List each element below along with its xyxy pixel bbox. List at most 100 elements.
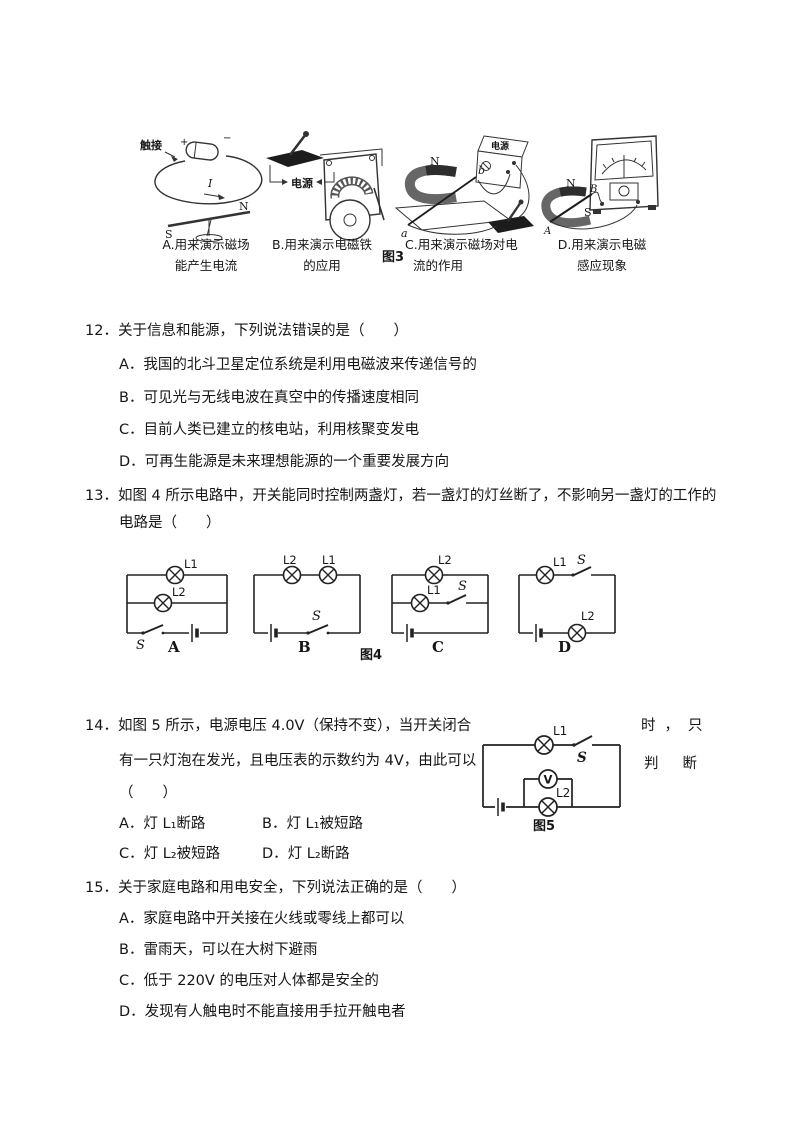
- q14-option-c: C．灯 L₂被短路: [119, 846, 221, 862]
- north-label: N: [566, 177, 576, 190]
- fig3-label: 图3: [382, 250, 405, 265]
- wire: [515, 164, 530, 219]
- q12-option-a: A．我国的北斗卫星定位系统是利用电磁波来传递信号的: [119, 357, 477, 373]
- wires: [482, 744, 621, 808]
- fig3-demo-c-illustration: 电源 N S a b: [394, 135, 534, 240]
- fig3-demo-a-illustration: 触接 + − I S N: [139, 133, 263, 242]
- q12-option-b: B．可见光与无线电波在真空中的传播速度相同: [119, 390, 419, 406]
- lamp2-label: L2: [581, 609, 595, 623]
- lamp-symbol: [534, 735, 554, 755]
- q15-option-c: C．低于 220V 的电压对人体都是安全的: [119, 973, 379, 989]
- power-label: 电源: [291, 176, 313, 190]
- fig3-caption-b: B.用来演示电磁铁 的应用: [271, 237, 373, 273]
- current-label: I: [207, 177, 213, 190]
- fig5-label: 图5: [533, 819, 556, 834]
- switch-symbol: [306, 624, 330, 635]
- q12-option-d: D．可再生能源是未来理想能源的一个重要发展方向: [119, 454, 450, 470]
- lamp1-label: L2: [438, 553, 452, 567]
- q14-option-d: D．灯 L₂断路: [262, 846, 350, 862]
- a-label: a: [401, 227, 408, 240]
- lamp-symbol: [424, 565, 444, 585]
- south-label: S: [584, 206, 592, 219]
- battery-icon: [185, 141, 219, 161]
- switch-label: S: [312, 609, 321, 624]
- lamp-symbol: [153, 593, 173, 613]
- switch-label: S: [458, 579, 467, 594]
- knife-switch-icon: [488, 199, 534, 233]
- q14-stem-line3: （ ）: [119, 785, 177, 801]
- q15-option-d: D．发现有人触电时不能直接用手拉开触电者: [119, 1004, 406, 1020]
- fig5-circuit: L1 S V L2: [482, 724, 621, 817]
- b-label: b: [478, 164, 485, 177]
- wire-loop: [154, 155, 263, 205]
- wire: [591, 191, 605, 204]
- horseshoe-magnet-icon: [541, 186, 592, 228]
- q14-stem-wrap2: 判断: [644, 756, 721, 772]
- lamp2-label: L2: [172, 585, 186, 599]
- q15-stem: 15．关于家庭电路和用电安全，下列说法正确的是（ ）: [85, 880, 466, 896]
- wire: [407, 224, 497, 235]
- pivot-stand: [206, 219, 212, 237]
- galvanometer-icon: [589, 135, 659, 214]
- fig3-demo-d-illustration: N S A B: [541, 135, 659, 237]
- lamp1-label: L1: [184, 557, 198, 571]
- q14-stem-line1: 14．如图 5 所示，电源电压 4.0V（保持不变），当开关闭合: [85, 718, 472, 734]
- power-label: 电源: [491, 140, 509, 152]
- fig3-caption-a: A.用来演示磁场 能产生电流: [162, 237, 250, 273]
- conductor-ab: [549, 193, 593, 223]
- battery-symbol: [535, 624, 543, 642]
- lamp1-label: L2: [283, 553, 297, 567]
- fig3-caption-c: C.用来演示磁场对电 流的作用: [405, 237, 518, 273]
- fig4-circuit-c-label: C: [432, 638, 444, 656]
- wires: [518, 574, 616, 634]
- horseshoe-magnet-icon: [404, 164, 457, 205]
- fig4-circuit-b: S L2 L1: [253, 553, 361, 642]
- wire: [551, 204, 638, 230]
- q13-stem-line1: 13．如图 4 所示电路中，开关能同时控制两盏灯，若一盏灯的灯丝断了，不影响另一…: [85, 488, 717, 504]
- electromagnet-coil-icon: [330, 176, 374, 199]
- lamp-symbol: [282, 565, 302, 585]
- voltmeter-label: V: [544, 773, 553, 787]
- knife-switch-icon: [266, 131, 324, 167]
- switch-symbol: [141, 624, 165, 635]
- bell-gong: [329, 199, 371, 241]
- switch-label: S: [577, 750, 587, 766]
- q14-stem-line2: 有一只灯泡在发光，且电压表的示数约为 4V，由此可以: [119, 753, 477, 769]
- b-label: B: [589, 184, 597, 195]
- fig4-circuit-c: L2 L1 S: [391, 553, 489, 642]
- power-supply-box-icon: 电源: [475, 135, 529, 189]
- fig3-caption-d: D.用来演示电磁 感应现象: [557, 237, 647, 273]
- battery-symbol: [191, 624, 199, 642]
- wire: [269, 165, 282, 183]
- touch-arrow: [164, 151, 176, 158]
- switch-symbol: [571, 566, 592, 577]
- switch-symbol: [446, 594, 467, 605]
- fig4-circuit-d-label: D: [558, 638, 572, 656]
- lamp1-label: L1: [553, 724, 567, 738]
- fig4-circuit-a-label: A: [168, 638, 180, 656]
- q12-option-c: C．目前人类已建立的核电站，利用核聚变发电: [119, 422, 420, 438]
- lamp-symbol: [567, 623, 587, 643]
- wires: [253, 574, 361, 634]
- q14-stem-wrap1: 时，只: [641, 718, 712, 734]
- compass-needle: [167, 210, 251, 228]
- stand-base: [195, 234, 223, 242]
- battery-symbol: [270, 624, 278, 642]
- q14-option-a: A．灯 L₁断路: [119, 816, 206, 832]
- switch-label: S: [577, 553, 586, 568]
- bell-body: [323, 153, 381, 221]
- lamp-symbol: [410, 593, 430, 613]
- fig4-circuit-a: S L1 L2: [126, 557, 228, 653]
- q15-option-b: B．雷雨天，可以在大树下避雨: [119, 942, 318, 958]
- north-label: N: [239, 200, 249, 213]
- lamp2-label: L1: [322, 553, 336, 567]
- plus-label: +: [180, 137, 188, 148]
- q12-stem: 12．关于信息和能源，下列说法错误的是（ ）: [85, 323, 408, 339]
- lamp-symbol: [165, 565, 185, 585]
- q13-stem-line2: 电路是（ ）: [119, 515, 221, 531]
- lamp-symbol: [318, 565, 338, 585]
- battery-symbol: [406, 624, 414, 642]
- conductor-ab: [407, 176, 477, 226]
- lamp2-label: L2: [556, 786, 570, 800]
